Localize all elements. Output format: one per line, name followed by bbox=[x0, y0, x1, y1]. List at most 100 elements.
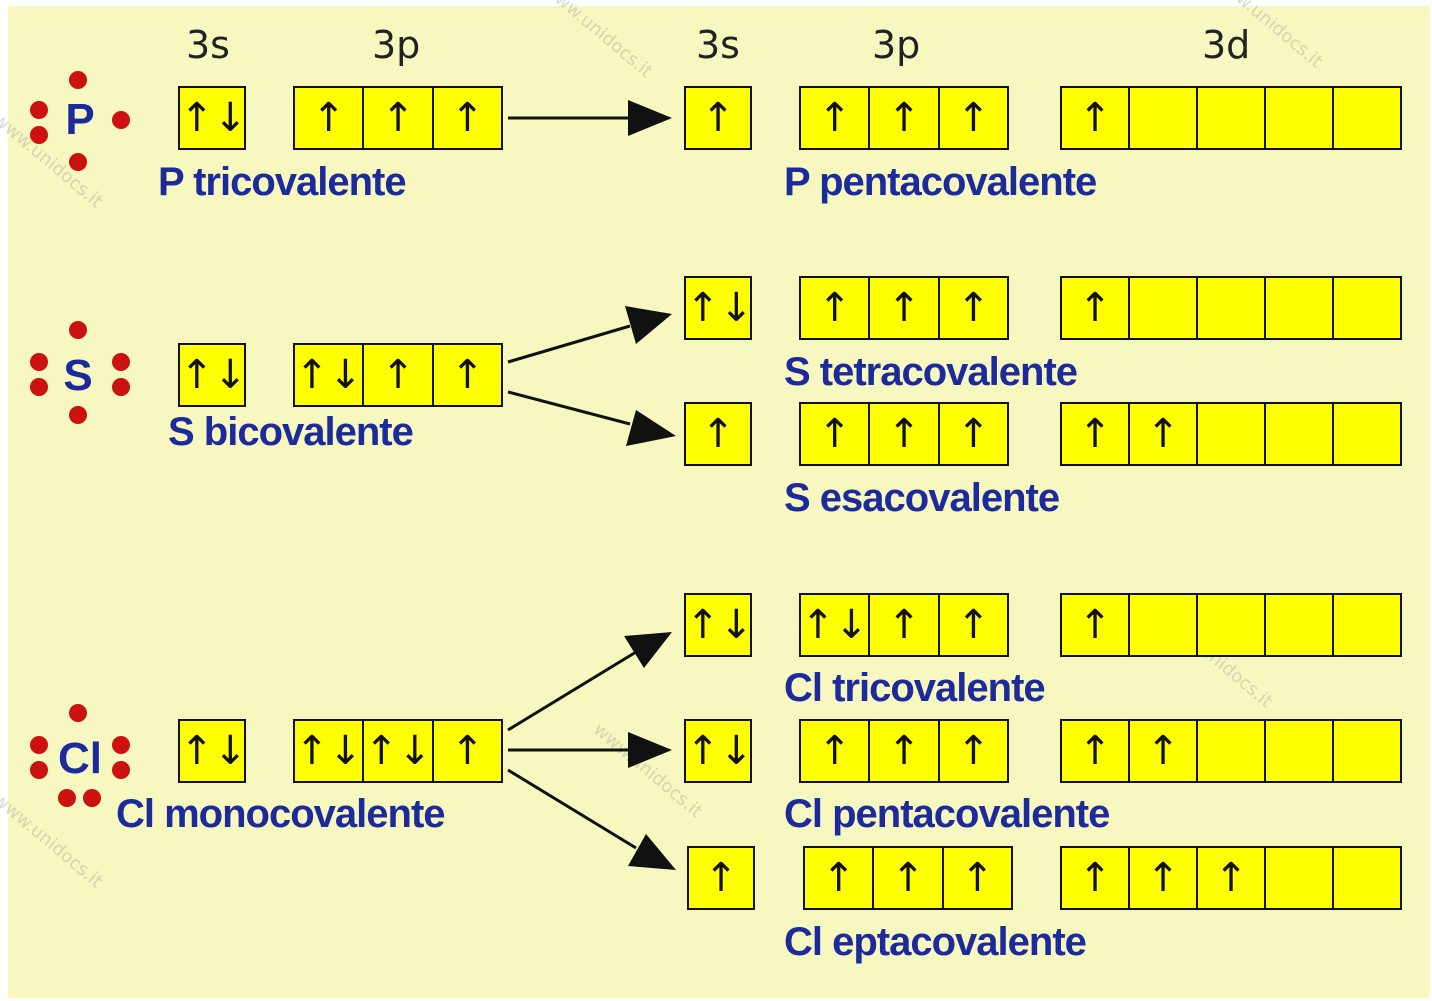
lewis-dot bbox=[112, 353, 130, 371]
orbital-cell: ↑ bbox=[364, 88, 434, 148]
orbital-cell bbox=[1266, 595, 1334, 655]
orbital-cell: ↑ bbox=[1062, 88, 1130, 148]
orbital-cell: ↑↓ bbox=[686, 285, 754, 331]
lewis-dot bbox=[69, 704, 87, 722]
orbital-cell: ↑ bbox=[801, 404, 871, 464]
orbital-3p-excited: ↑ ↑ ↑ bbox=[799, 86, 1009, 150]
orbital-3p-s-ground: ↑↓ ↑ ↑ bbox=[293, 343, 503, 407]
orbital-cell: ↑ bbox=[874, 848, 944, 908]
orbital-cell: ↑ bbox=[704, 855, 738, 901]
lewis-dot bbox=[30, 353, 48, 371]
orbital-3d-excited: ↑ ↑ ↑ bbox=[1060, 846, 1402, 910]
lewis-dot bbox=[69, 321, 87, 339]
orbital-cell: ↑ bbox=[870, 595, 940, 655]
orbital-cell bbox=[1198, 278, 1266, 338]
lewis-dot bbox=[69, 153, 87, 171]
orbital-cell bbox=[1266, 278, 1334, 338]
label-cl-tricovalente: Cl tricovalente bbox=[784, 666, 1046, 710]
lewis-dot bbox=[112, 378, 130, 396]
lewis-dot bbox=[69, 71, 87, 89]
lewis-dot bbox=[112, 761, 130, 779]
arrow-head bbox=[626, 410, 676, 446]
orbital-3s-p-ground: ↑↓ bbox=[178, 86, 248, 150]
orbital-cell: ↑↓ bbox=[295, 345, 365, 405]
lewis-dot bbox=[30, 101, 48, 119]
header-3p-right: 3p bbox=[872, 23, 921, 67]
label-s-esacovalente: S esacovalente bbox=[784, 476, 1060, 520]
orbital-cell: ↑ bbox=[450, 95, 485, 141]
orbital-cell: ↑↓ bbox=[364, 721, 434, 781]
orbital-3s-excited: ↑ bbox=[684, 86, 752, 150]
orbital-cell: ↑ bbox=[1062, 595, 1130, 655]
orbital-cell bbox=[1198, 88, 1266, 148]
orbital-cell: ↑ bbox=[801, 278, 871, 338]
orbital-cell: ↑ bbox=[450, 352, 485, 398]
arrow-head bbox=[628, 100, 672, 136]
orbital-3s-excited: ↑↓ bbox=[684, 719, 754, 783]
orbital-cell: ↑ bbox=[956, 728, 991, 774]
orbital-cell bbox=[1130, 595, 1198, 655]
orbital-3p-cl-ground: ↑↓ ↑↓ ↑ bbox=[293, 719, 503, 783]
orbital-cell: ↑ bbox=[801, 88, 871, 148]
symbol-phosphorus: P bbox=[65, 95, 95, 144]
orbital-3p-excited: ↑↓ ↑ ↑ bbox=[799, 593, 1009, 657]
label-s-tetracovalente: S tetracovalente bbox=[784, 350, 1078, 394]
symbol-chlorine: Cl bbox=[58, 734, 102, 783]
orbital-cell: ↑ bbox=[701, 411, 735, 457]
orbital-3d-excited: ↑ bbox=[1060, 276, 1402, 340]
orbital-3p-p-ground: ↑ ↑ ↑ bbox=[293, 86, 503, 150]
orbital-cell: ↑ bbox=[364, 345, 434, 405]
header-3d-right: 3d bbox=[1202, 23, 1251, 67]
lewis-dot bbox=[30, 126, 48, 144]
orbital-cell: ↑ bbox=[956, 411, 991, 457]
orbital-cell: ↑↓ bbox=[686, 602, 754, 648]
orbital-cell bbox=[1198, 404, 1266, 464]
orbital-cell bbox=[1130, 88, 1198, 148]
orbital-cell: ↑ bbox=[870, 88, 940, 148]
orbital-cell: ↑ bbox=[1062, 848, 1130, 908]
lewis-dot bbox=[58, 789, 76, 807]
orbital-3s-excited: ↑ bbox=[687, 846, 755, 910]
arrow-line bbox=[507, 650, 637, 732]
orbital-3p-excited: ↑ ↑ ↑ bbox=[803, 846, 1013, 910]
orbital-cell: ↑ bbox=[870, 278, 940, 338]
orbital-3p-excited: ↑ ↑ ↑ bbox=[799, 402, 1009, 466]
label-p-pentacovalente: P pentacovalente bbox=[784, 160, 1097, 204]
header-3p-left: 3p bbox=[372, 23, 421, 67]
orbital-cell: ↑↓ bbox=[295, 721, 365, 781]
orbital-3s-excited: ↑↓ bbox=[684, 276, 754, 340]
orbital-cell: ↑ bbox=[805, 848, 875, 908]
lewis-dot bbox=[112, 111, 130, 129]
orbital-cell: ↑↓ bbox=[801, 595, 871, 655]
label-cl-eptacovalente: Cl eptacovalente bbox=[784, 920, 1087, 964]
orbital-cell: ↑↓ bbox=[180, 95, 248, 141]
lewis-dot bbox=[30, 378, 48, 396]
orbital-cell: ↑ bbox=[295, 88, 365, 148]
orbital-cell bbox=[1266, 404, 1334, 464]
orbital-cell bbox=[1130, 278, 1198, 338]
orbital-cell: ↑ bbox=[956, 602, 991, 648]
arrow-head bbox=[625, 306, 672, 344]
header-3s-left: 3s bbox=[186, 23, 230, 67]
orbital-cell: ↑ bbox=[801, 721, 871, 781]
diagram-canvas bbox=[8, 6, 1430, 998]
orbital-cell: ↑ bbox=[956, 285, 991, 331]
orbital-3d-excited: ↑ bbox=[1060, 593, 1402, 657]
label-s-bicovalente: S bicovalente bbox=[168, 410, 414, 454]
label-cl-pentacovalente: Cl pentacovalente bbox=[784, 792, 1110, 836]
arrow-line bbox=[507, 324, 631, 364]
orbital-cell: ↑ bbox=[870, 404, 940, 464]
orbital-cell: ↑ bbox=[1130, 404, 1198, 464]
orbital-3p-excited: ↑ ↑ ↑ bbox=[799, 719, 1009, 783]
lewis-dot bbox=[69, 406, 87, 424]
arrow-head bbox=[628, 732, 672, 768]
arrow-line bbox=[507, 390, 631, 426]
label-cl-monocovalente: Cl monocovalente bbox=[116, 792, 446, 836]
orbital-cell: ↑ bbox=[450, 728, 485, 774]
orbital-3p-excited: ↑ ↑ ↑ bbox=[799, 276, 1009, 340]
orbital-cell: ↑↓ bbox=[686, 728, 754, 774]
orbital-cell: ↑ bbox=[1198, 848, 1266, 908]
label-p-tricovalente: P tricovalente bbox=[158, 160, 407, 204]
arrow-head bbox=[628, 834, 676, 870]
